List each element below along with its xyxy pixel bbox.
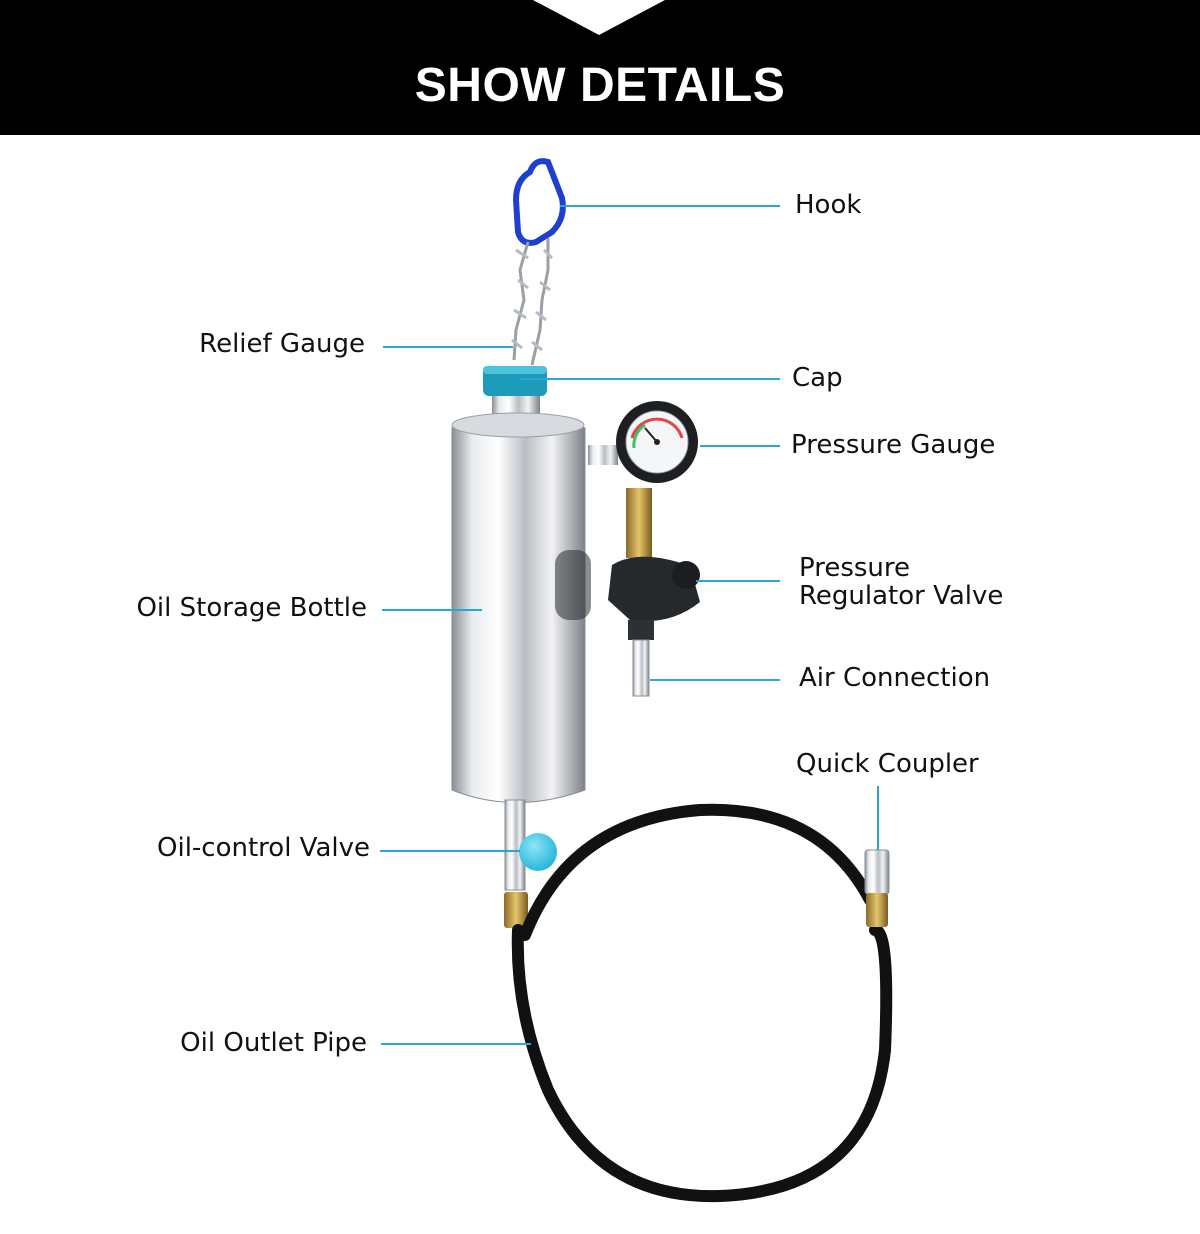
- leader-line-relief-gauge: [383, 346, 513, 348]
- leader-line-air-connection: [650, 679, 780, 681]
- leader-line-oil-storage: [382, 609, 482, 611]
- leader-line-oil-outlet: [381, 1043, 531, 1045]
- quick-coupler-icon: [864, 849, 890, 927]
- label-pressure-gauge: Pressure Gauge: [791, 430, 996, 460]
- leader-line-hook: [560, 205, 780, 207]
- cap-icon: [483, 366, 547, 414]
- label-cap: Cap: [792, 363, 843, 393]
- hook-icon: [512, 158, 566, 246]
- label-oil-outlet-pipe: Oil Outlet Pipe: [180, 1028, 367, 1058]
- header-banner: SHOW DETAILS: [0, 0, 1200, 135]
- page-title: SHOW DETAILS: [414, 59, 786, 112]
- leader-line-regulator: [696, 580, 780, 582]
- label-pressure-regulator-line1: Pressure: [799, 553, 911, 583]
- oil-outlet-pipe-icon: [511, 803, 893, 1203]
- label-oil-storage-bottle: Oil Storage Bottle: [136, 593, 367, 623]
- oil-control-valve-icon: [504, 799, 557, 928]
- pressure-gauge-icon: [588, 401, 698, 483]
- label-quick-coupler: Quick Coupler: [796, 749, 979, 779]
- leader-line-pressure-gauge: [700, 445, 780, 447]
- label-air-connection: Air Connection: [799, 663, 991, 693]
- bottle-icon: [451, 412, 591, 803]
- label-relief-gauge: Relief Gauge: [199, 329, 365, 359]
- leader-line-oil-control: [380, 850, 520, 852]
- leader-line-cap: [520, 378, 780, 380]
- leader-line-quick-coupler-v: [877, 786, 879, 850]
- banner-notch: [533, 0, 665, 35]
- label-hook: Hook: [795, 190, 862, 220]
- regulator-stem-icon: [608, 488, 700, 697]
- chain-icon: [511, 238, 554, 366]
- label-pressure-regulator-line2: Regulator Valve: [799, 581, 1004, 611]
- label-oil-control-valve: Oil-control Valve: [157, 833, 370, 863]
